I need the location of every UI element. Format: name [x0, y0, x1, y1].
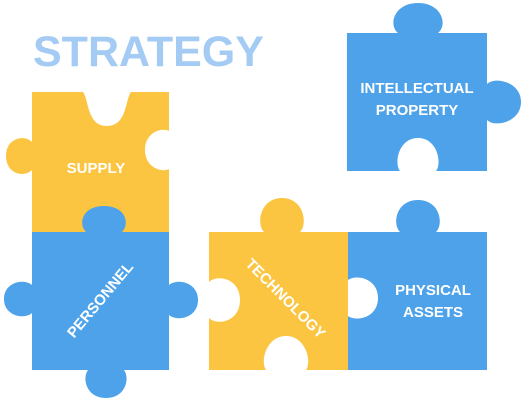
intellectual-property-label-line2: PROPERTY: [376, 102, 459, 119]
physical-assets-label-line2: ASSETS: [403, 304, 463, 321]
puzzle-piece-intellectual-property: INTELLECTUAL PROPERTY: [347, 3, 521, 171]
puzzle-piece-personnel: PERSONNEL: [4, 206, 198, 398]
personnel-shape: [4, 206, 198, 398]
supply-shape: [6, 92, 169, 232]
intellectual-property-label-line1: INTELLECTUAL: [360, 80, 473, 97]
physical-assets-label-line1: PHYSICAL: [395, 282, 471, 299]
puzzle-piece-technology: TECHNOLOGY: [209, 198, 348, 370]
puzzle-piece-physical-assets: PHYSICAL ASSETS: [348, 200, 487, 370]
technology-shape: [209, 198, 348, 370]
physical-assets-shape: [348, 200, 487, 370]
page-title: STRATEGY: [33, 28, 264, 76]
puzzle-piece-supply: SUPPLY: [6, 92, 169, 232]
intellectual-property-shape: [347, 3, 521, 171]
supply-label: SUPPLY: [67, 160, 126, 177]
